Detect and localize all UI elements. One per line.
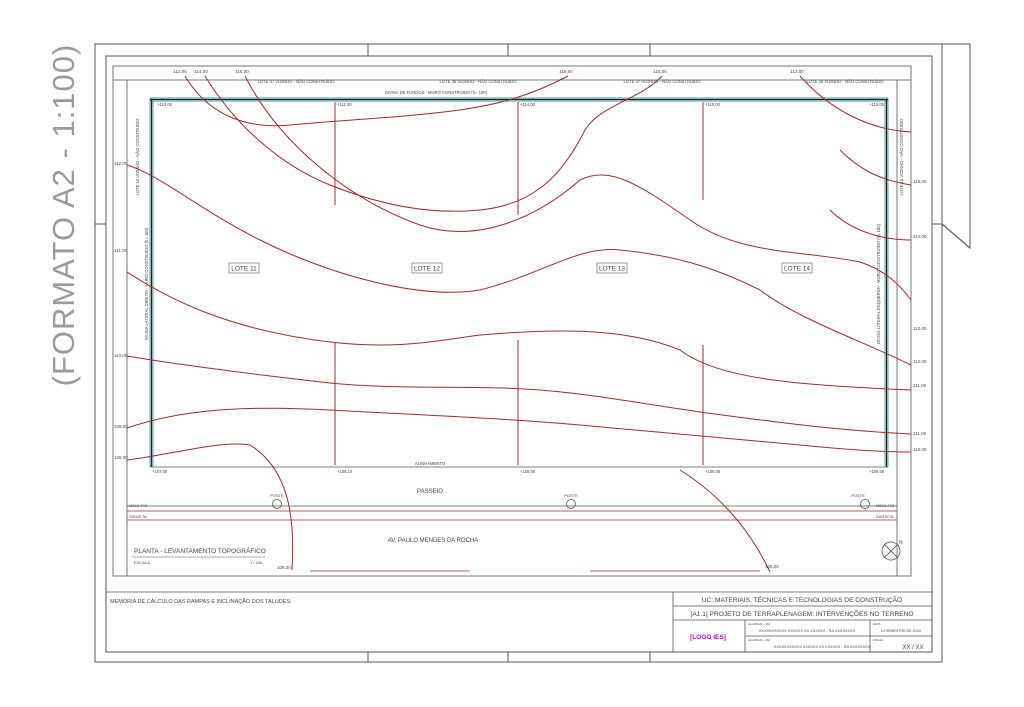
neighbor-left: LOTE 10 VIZINHO - NÃO CONSTRUÍDO [135, 118, 140, 196]
level-mark: +107,00 [152, 469, 168, 474]
right-contour-labels: 115,00 114,00 113,00 112,00 111,00 111,0… [913, 179, 927, 452]
contour-label: 110,00 [913, 447, 927, 452]
neighbor-top-right: LOTE 34 VIZINHO - NÃO CONSTRUÍDO [806, 79, 884, 84]
neighbor-top-left: LOTE 37 VIZINHO - NÃO CONSTRUÍDO [257, 79, 335, 84]
lot-label: LOTE 11 [231, 266, 257, 273]
meio-fio-label: MEIO-FIO [129, 503, 147, 508]
contour-label: 116,00 [235, 69, 249, 74]
logo-placeholder: [LOGO IES] [690, 634, 726, 641]
poste-label: POSTE [270, 493, 284, 498]
contour-label: 116,00 [559, 69, 573, 74]
contour-label: 115,00 [653, 69, 667, 74]
folha-label: FOLHA [873, 638, 883, 642]
contour-label: 111,00 [913, 383, 927, 388]
bottom-level-marks: +107,00 +108,10 +108,00 +109,00 +108,00 [152, 469, 885, 474]
contour-label: 108,00 [114, 455, 128, 460]
memo-label: MEMÓRIA DE CÁLCULO DAS RAMPAS E INCLINAÇ… [110, 598, 292, 605]
contour-label: 112,00 [913, 359, 927, 364]
drawing-frame [112, 65, 912, 577]
aluno-label: ALUNO(A) + RA [748, 622, 770, 626]
contour-label: 109,00 [277, 565, 291, 570]
lot-label: LOTE 14 [784, 266, 810, 273]
level-mark: +108,00 [869, 469, 885, 474]
alinhamento-label: ALINHAMENTO [415, 461, 446, 466]
level-mark: +108,10 [337, 469, 353, 474]
aluno-name: XXXXXXXXXXX XXXXXX XX XXXXXX - RA XXXXXX… [774, 645, 871, 649]
lot-label: LOTE 12 [414, 266, 440, 273]
sarjeta-label: SARJETA [129, 514, 147, 519]
contour-label: 115,00 [913, 179, 927, 184]
neighbor-right: LOTE 15 VIZINHO - NÃO CONSTRUÍDO [899, 118, 904, 196]
data-value: 14 SEMESTRE DE 20XX [881, 629, 922, 633]
folha-value: XX / XX [902, 645, 923, 651]
poste-label: POSTE [564, 493, 578, 498]
street-name: AV. PAULO MENDES DA ROCHA [388, 538, 479, 544]
level-mark: +111,00 [337, 102, 352, 107]
aluno-label: ALUNO(A) + RA [748, 638, 770, 642]
contour-label: 113,00 [790, 69, 804, 74]
level-mark: +114,00 [520, 102, 536, 107]
aluno-name: XXXXXXXXXXX XXXXXX XX XXXXXX - RA XXXXXX… [759, 629, 856, 633]
top-level-marks: +110,00 +111,00 +114,00 +115,00 +115,00 [157, 102, 885, 107]
level-mark: +115,00 [705, 102, 721, 107]
plan-title: PLANTA - LEVANTAMENTO TOPOGRÁFICO [134, 546, 266, 555]
left-contour-labels: 112,00 111,00 110,00 109,00 108,00 [114, 161, 128, 460]
uc-title: UC: MATERIAIS, TÉCNICAS E TECNOLOGIAS DE… [702, 595, 902, 604]
contour-label: 110,00 [114, 353, 128, 358]
neighbor-top-middle: LOTE 38 VIZINHO - NÃO CONSTRUÍDO [439, 79, 517, 84]
meio-fio-label: MEIO-FIO [876, 503, 894, 508]
contour-label: 109,00 [114, 424, 128, 429]
contour-label: 112,00 [114, 161, 128, 166]
passeio-label: PASSEIO [417, 489, 443, 495]
north-label: N [899, 540, 903, 546]
project-title: [A1.1] PROJETO DE TERRAPLENAGEM: INTERVE… [690, 609, 913, 618]
poste-label: POSTE [851, 493, 865, 498]
street-lines [127, 499, 897, 572]
scale-label: ESCALA [134, 560, 150, 565]
contour-label: 113,00 [913, 326, 927, 331]
scale-value: 1 / 100 [250, 560, 263, 565]
level-mark: +110,00 [157, 102, 173, 107]
sheet-frame [94, 43, 971, 663]
north-arrow-icon [881, 541, 901, 561]
level-mark: +108,00 [520, 469, 536, 474]
contour-label: 111,00 [114, 248, 128, 253]
top-contour-labels: 112,00 114,00 116,00 116,00 115,00 113,0… [173, 69, 804, 74]
contour-label: 111,00 [913, 431, 927, 436]
level-mark: +115,00 [869, 102, 885, 107]
neighbor-top-mid-right: LOTE 37 VIZINHO - NÃO CONSTRUÍDO [623, 79, 701, 84]
contour-label: 112,00 [173, 69, 187, 74]
contour-label: 114,00 [194, 69, 208, 74]
lot-label: LOTE 13 [599, 266, 625, 273]
contour-label: 114,00 [913, 234, 927, 239]
wall-top-label: DIVISA DE FUNDOS - MURO CONSTRUÍDO (h= 1… [385, 90, 488, 95]
wall-right-label: DIVISA LATERAL ESQUERDA - MURO CONSTRUÍD… [876, 223, 881, 344]
property-walls [149, 97, 889, 467]
data-label: DATA [873, 622, 881, 626]
lot-labels: LOTE 11 LOTE 12 LOTE 13 LOTE 14 [228, 262, 813, 274]
title-block [106, 591, 932, 652]
lot-divisions [150, 102, 888, 468]
contour-lines [126, 75, 912, 573]
wall-hatch [150, 98, 888, 467]
sarjeta-label: SARJETA [876, 514, 894, 519]
contour-label: 106,00 [765, 564, 779, 569]
level-mark: +109,00 [705, 469, 721, 474]
